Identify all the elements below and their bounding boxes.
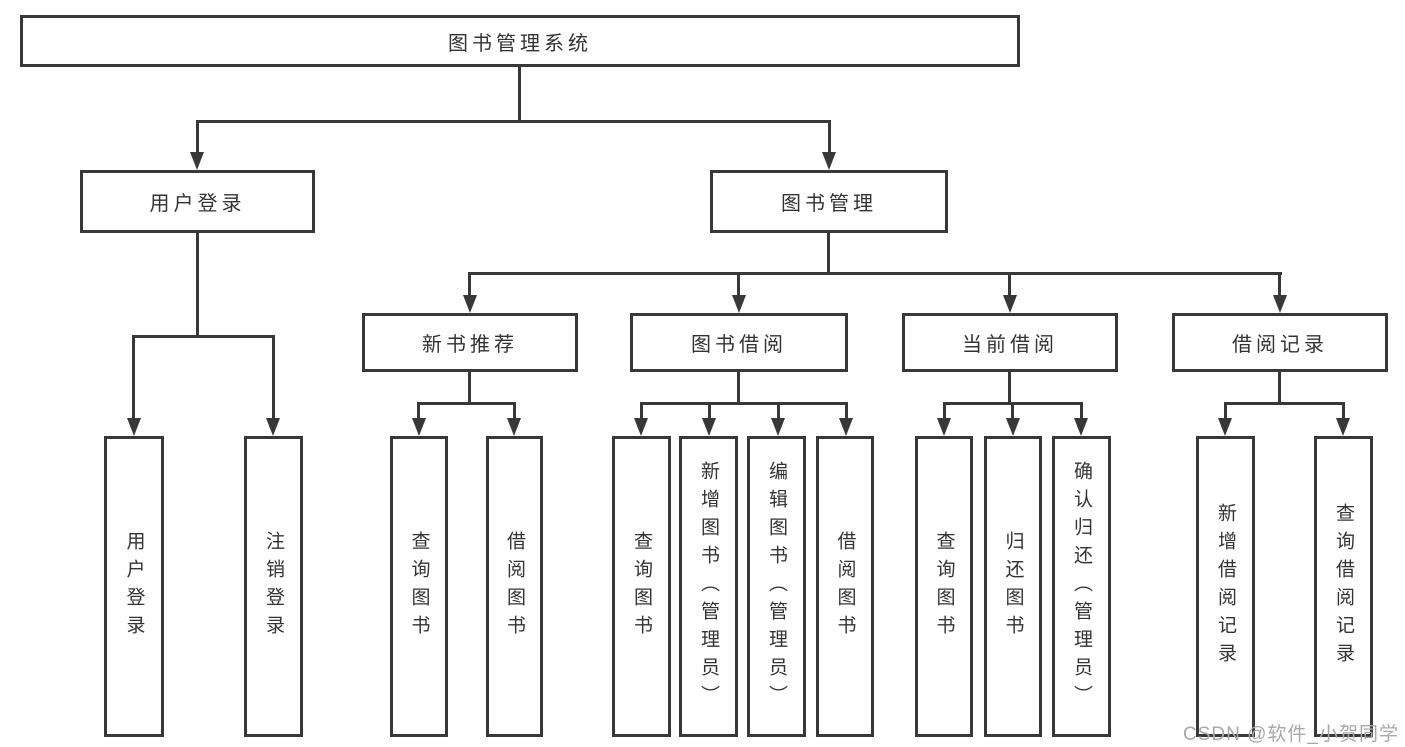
leaf-edit-book-admin: 编辑图书（管理员） [747, 436, 806, 737]
connector-line [1278, 370, 1281, 404]
arrow-down-icon [127, 418, 141, 436]
connector-line [737, 272, 740, 296]
leaf-user-login: 用户登录 [104, 436, 164, 737]
connector-line [132, 335, 135, 419]
arrow-down-icon [839, 418, 853, 436]
arrow-down-icon [266, 418, 280, 436]
arrow-down-icon [702, 418, 716, 436]
node-library-system: 图书管理系统 [20, 15, 1020, 67]
connector-line [1278, 272, 1281, 296]
arrow-down-icon [412, 418, 426, 436]
connector-line [708, 402, 711, 420]
connector-line [468, 272, 1282, 275]
leaf-borrow-books: 借阅图书 [816, 436, 874, 737]
leaf-query-books-borrow: 查询图书 [612, 436, 671, 737]
arrow-down-icon [463, 295, 477, 313]
connector-line [1342, 402, 1345, 420]
connector-line [1008, 370, 1011, 404]
arrow-down-icon [190, 152, 204, 170]
arrow-down-icon [771, 418, 785, 436]
connector-line [1224, 402, 1227, 420]
leaf-query-borrow-record: 查询借阅记录 [1314, 436, 1373, 737]
leaf-add-borrow-record: 新增借阅记录 [1196, 436, 1255, 737]
arrow-down-icon [1006, 418, 1020, 436]
connector-line [640, 402, 847, 405]
connector-line [518, 67, 521, 123]
connector-line [1011, 402, 1014, 420]
connector-line [196, 120, 199, 153]
arrow-down-icon [1003, 295, 1017, 313]
arrow-down-icon [937, 418, 951, 436]
connector-line [417, 402, 515, 405]
node-borrow-records: 借阅记录 [1172, 313, 1388, 372]
node-user-login: 用户登录 [80, 170, 315, 233]
connector-line [827, 231, 830, 275]
connector-line [1080, 402, 1083, 420]
arrow-down-icon [1273, 295, 1287, 313]
leaf-confirm-return-admin: 确认归还（管理员） [1052, 436, 1111, 737]
csdn-watermark: CSDN @软件_小贺同学 [1183, 724, 1399, 745]
leaf-return-books: 归还图书 [984, 436, 1042, 737]
arrow-down-icon [1218, 418, 1232, 436]
node-current-borrow: 当前借阅 [902, 313, 1118, 372]
arrow-down-icon [634, 418, 648, 436]
connector-line [513, 402, 516, 420]
leaf-add-book-admin: 新增图书（管理员） [679, 436, 738, 737]
connector-line [845, 402, 848, 420]
node-book-borrow: 图书借阅 [630, 313, 848, 372]
connector-line [737, 370, 740, 404]
connector-line [417, 402, 420, 420]
connector-line [640, 402, 643, 420]
connector-line [196, 120, 831, 123]
connector-line [943, 402, 946, 420]
connector-line [468, 272, 471, 296]
connector-line [1008, 272, 1011, 296]
leaf-query-books-recommend: 查询图书 [390, 436, 448, 737]
connector-line [196, 231, 199, 337]
connector-line [132, 335, 275, 338]
connector-line [828, 120, 831, 153]
arrow-down-icon [1074, 418, 1088, 436]
connector-line [272, 335, 275, 419]
connector-line [1224, 402, 1345, 405]
arrow-down-icon [732, 295, 746, 313]
connector-line [777, 402, 780, 420]
leaf-borrow-books-recommend: 借阅图书 [486, 436, 543, 737]
leaf-logout-login: 注销登录 [244, 436, 303, 737]
node-book-management: 图书管理 [710, 170, 948, 233]
connector-line [468, 370, 471, 404]
node-new-book-recommend: 新书推荐 [362, 313, 578, 372]
leaf-query-books-current: 查询图书 [915, 436, 973, 737]
arrow-down-icon [1336, 418, 1350, 436]
arrow-down-icon [822, 152, 836, 170]
arrow-down-icon [507, 418, 521, 436]
